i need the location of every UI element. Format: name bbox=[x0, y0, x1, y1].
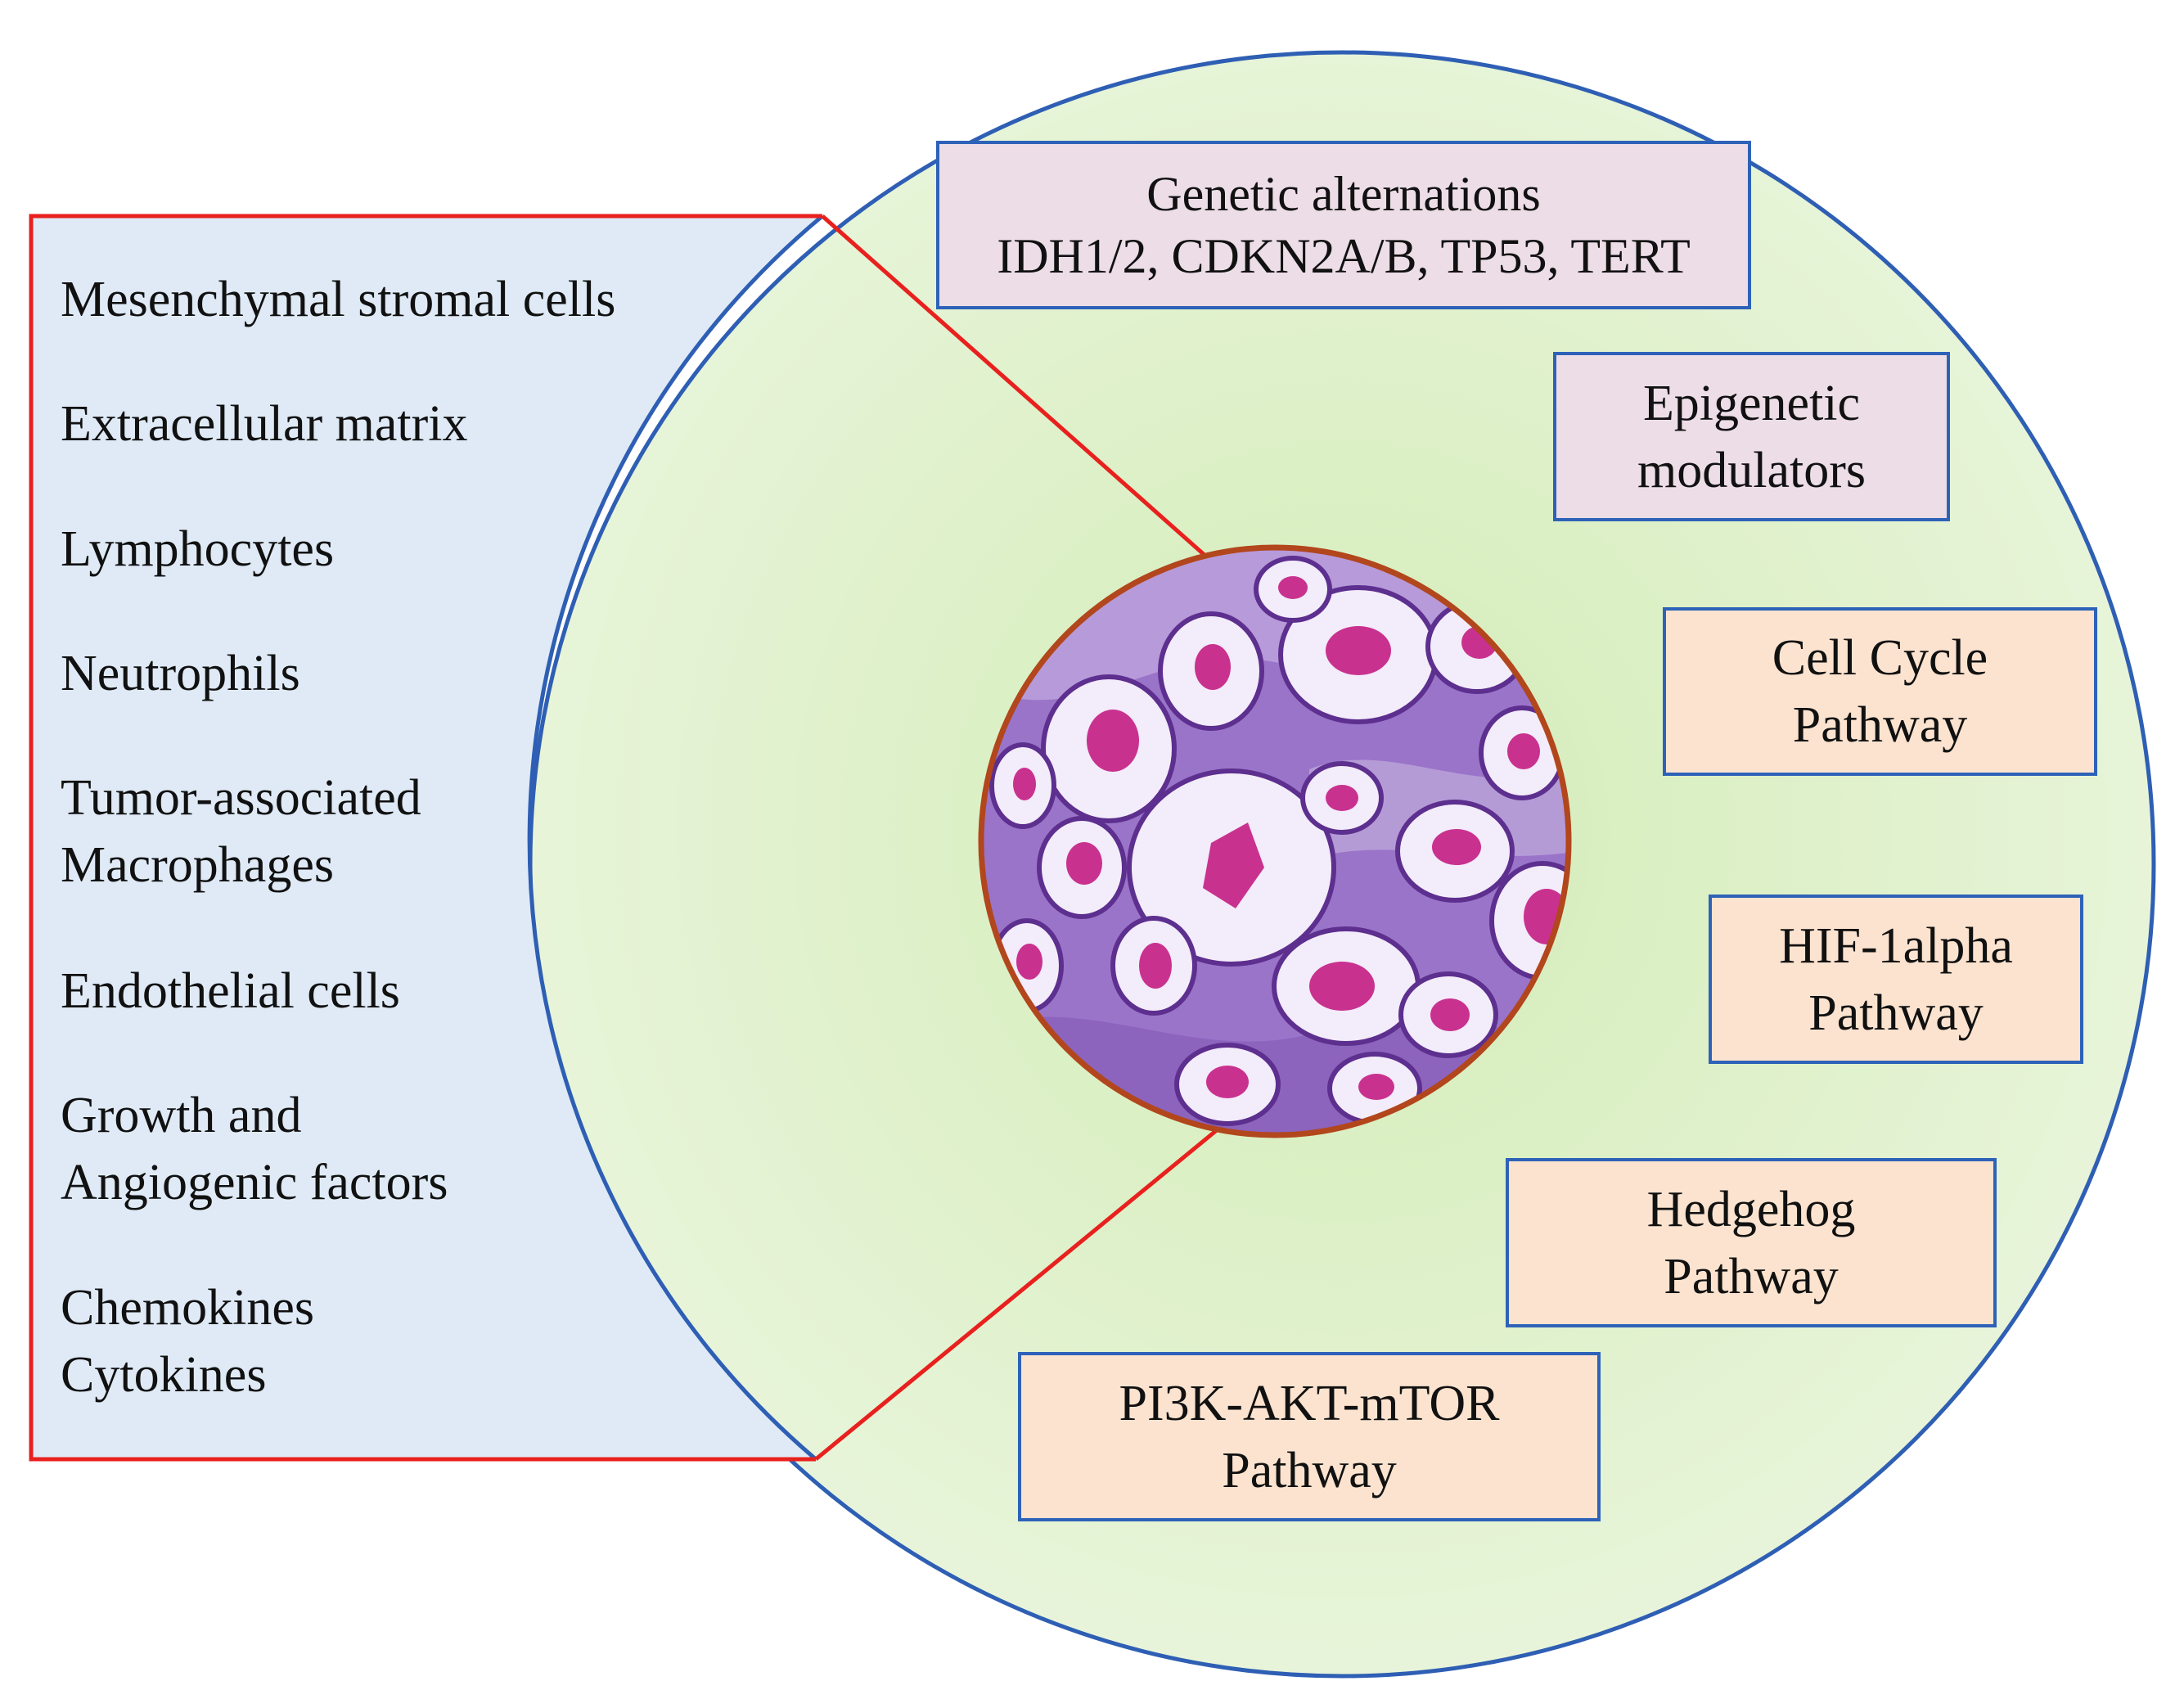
box-subtitle: Pathway bbox=[1808, 985, 1984, 1041]
box-subtitle: IDH1/2, CDKN2A/B, TP53, TERT bbox=[997, 229, 1691, 283]
left-panel bbox=[31, 216, 822, 1459]
box-title: Genetic alternations bbox=[1146, 167, 1541, 221]
list-item-extracellular-matrix: Extracellular matrix bbox=[61, 390, 467, 457]
box-subtitle: modulators bbox=[1637, 442, 1866, 498]
list-item-mesenchymal-stromal-cells: Mesenchymal stromal cells bbox=[61, 266, 615, 333]
left-panel-arc bbox=[527, 214, 824, 1461]
list-item-label: Macrophages bbox=[61, 837, 334, 893]
box-title: Cell Cycle bbox=[1772, 630, 1988, 686]
list-item-label: Neutrophils bbox=[61, 646, 300, 701]
pi3k-akt-mtor-pathway-box: PI3K-AKT-mTOR Pathway bbox=[1018, 1352, 1601, 1521]
list-item-endothelial-cells: Endothelial cells bbox=[61, 958, 400, 1025]
box-title: PI3K-AKT-mTOR bbox=[1119, 1375, 1500, 1431]
box-title: Hedgehog bbox=[1646, 1181, 1856, 1237]
left-panel-border bbox=[29, 214, 822, 1462]
list-item-neutrophils: Neutrophils bbox=[61, 640, 300, 707]
genetic-alterations-box: Genetic alternations IDH1/2, CDKN2A/B, T… bbox=[936, 141, 1751, 309]
hif-1alpha-pathway-box: HIF-1alpha Pathway bbox=[1709, 895, 2083, 1064]
connector-line-top bbox=[821, 214, 1222, 570]
list-item-label: Extracellular matrix bbox=[61, 396, 468, 452]
hedgehog-pathway-box: Hedgehog Pathway bbox=[1506, 1158, 1997, 1327]
list-item-growth-angiogenic-factors: Growth and Angiogenic factors bbox=[61, 1082, 448, 1216]
list-item-lymphocytes: Lymphocytes bbox=[61, 516, 334, 583]
list-item-chemokines-cytokines: Chemokines Cytokines bbox=[61, 1274, 314, 1408]
histology-border bbox=[978, 544, 1572, 1138]
cell-cycle-pathway-box: Cell Cycle Pathway bbox=[1663, 607, 2097, 776]
box-subtitle: Pathway bbox=[1792, 697, 1968, 753]
connector-line-bottom bbox=[814, 1113, 1237, 1461]
list-item-label: Tumor-associated bbox=[61, 770, 421, 826]
list-item-label: Angiogenic factors bbox=[61, 1155, 448, 1210]
box-title: HIF-1alpha bbox=[1779, 917, 2013, 974]
list-item-label: Endothelial cells bbox=[61, 963, 400, 1019]
list-item-label: Lymphocytes bbox=[61, 521, 335, 577]
box-subtitle: Pathway bbox=[1664, 1248, 1839, 1305]
box-title: Epigenetic bbox=[1642, 375, 1861, 431]
list-item-label: Cytokines bbox=[61, 1347, 267, 1403]
box-subtitle: Pathway bbox=[1222, 1442, 1397, 1498]
list-item-tumor-associated-macrophages: Tumor-associated Macrophages bbox=[61, 764, 421, 899]
list-item-label: Mesenchymal stromal cells bbox=[61, 272, 616, 327]
epigenetic-modulators-box: Epigenetic modulators bbox=[1553, 352, 1950, 521]
list-item-label: Growth and bbox=[61, 1088, 302, 1143]
list-item-label: Chemokines bbox=[61, 1280, 314, 1336]
